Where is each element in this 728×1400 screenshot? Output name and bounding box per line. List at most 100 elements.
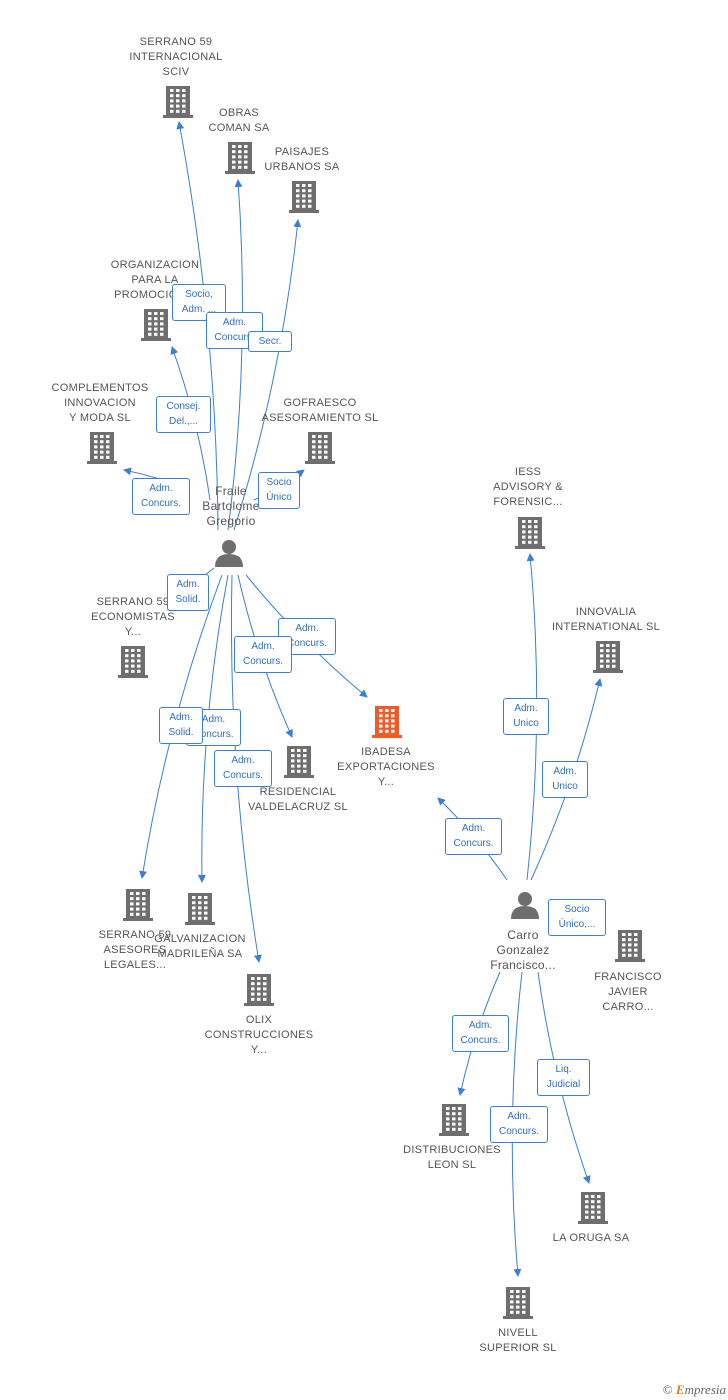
relation-label-r7[interactable]: Adm.Solid. <box>167 574 209 611</box>
node-label-line: ASESORAMIENTO SL <box>261 412 379 424</box>
building-icon-iess[interactable] <box>515 517 545 549</box>
relation-label-line: Adm. <box>553 766 577 777</box>
building-icon-innovalia[interactable] <box>593 641 623 673</box>
node-label-line: VALDELACRUZ SL <box>248 801 348 813</box>
building-icon-serrano59ase[interactable] <box>123 889 153 921</box>
relation-label-line: Socio <box>564 904 590 915</box>
building-icon-nivell[interactable] <box>503 1287 533 1319</box>
node-label-line: OLIX <box>245 1014 273 1026</box>
relation-label-line: Judicial <box>546 1079 581 1090</box>
building-icon-distribuciones[interactable] <box>439 1104 469 1136</box>
building-icon-paisajes[interactable] <box>289 181 319 213</box>
node-label-line: COMAN SA <box>208 122 270 134</box>
relation-label-r13[interactable]: Adm.Unico <box>503 698 549 735</box>
building-icon-galvanizacion[interactable] <box>185 893 215 925</box>
node-label-line: Bartolome <box>202 499 260 513</box>
person-icon-fraile[interactable] <box>215 540 243 567</box>
building-icon-serrano59eco[interactable] <box>118 646 148 678</box>
node-label-line: LA ORUGA SA <box>552 1232 630 1244</box>
node-label-line: Carro <box>507 928 539 942</box>
node-label-line: RESIDENCIAL <box>259 786 337 798</box>
node-label-line: SCIV <box>162 66 190 78</box>
relation-label-line: Unico <box>513 718 539 729</box>
node-label-laoruga[interactable]: LA ORUGA SA <box>553 1231 630 1246</box>
copyright-symbol: © <box>662 1382 673 1397</box>
relation-label-line: Concurs. <box>460 1035 501 1046</box>
relation-label-line: Adm. <box>231 755 255 766</box>
relation-label-r15[interactable]: Adm.Concurs. <box>445 818 502 855</box>
relation-label-r18[interactable]: Liq.Judicial <box>537 1059 590 1096</box>
relation-label-line: Socio, <box>185 289 213 300</box>
edge-fraile-to-paisajes <box>233 219 302 531</box>
node-label-line: INNOVALIA <box>575 606 637 618</box>
node-label-obras[interactable]: OBRAS COMAN SA <box>208 106 269 136</box>
building-icon-residencial[interactable] <box>284 746 314 778</box>
relation-label-r5[interactable]: Adm. Concurs. <box>132 478 190 515</box>
relation-label-line: Concurs. <box>140 498 181 509</box>
node-label-line: ASESORES <box>103 944 167 956</box>
person-icon-carro[interactable] <box>511 892 539 919</box>
brand-name: mpresia <box>684 1382 726 1397</box>
node-label-line: Gonzalez <box>496 943 550 957</box>
relation-label-r17[interactable]: Adm. Concurs. <box>452 1015 509 1052</box>
relation-label-r9[interactable]: Adm.Concurs. <box>234 636 292 673</box>
relation-label-r14[interactable]: Adm. Unico <box>542 761 588 798</box>
node-label-line: Y MODA SL <box>69 412 131 424</box>
relation-label-line: Adm. <box>222 317 247 328</box>
relation-label-line: Concurs. <box>498 1126 539 1137</box>
relation-label-r19[interactable]: Adm.Concurs. <box>490 1106 548 1143</box>
relation-label-line: Unico <box>552 781 578 792</box>
relation-label-r11[interactable]: Adm.Solid. <box>159 707 203 744</box>
relation-label-line: Adm. <box>295 623 319 634</box>
node-label-line: ECONOMISTAS <box>91 611 175 623</box>
node-label-line: JAVIER <box>608 986 648 998</box>
node-label-line: URBANOS SA <box>264 161 340 173</box>
node-label-line: SERRANO 59 <box>98 929 172 941</box>
relation-label-r4[interactable]: Consej.Del.,... <box>156 396 211 433</box>
building-icon-laoruga[interactable] <box>578 1192 608 1224</box>
relation-label-line: Único,... <box>558 919 596 930</box>
building-icon-complementos[interactable] <box>87 432 117 464</box>
relation-label-line: Adm. <box>468 1020 493 1031</box>
footer-brand: © Empresia <box>663 1382 726 1398</box>
brand-initial: E <box>675 1382 685 1397</box>
relation-label-line: Adm. <box>149 483 173 494</box>
node-label-line: INTERNACIONAL <box>129 51 223 63</box>
building-icon-ibadesa[interactable] <box>372 706 402 738</box>
node-label-line: MADRILEÑA SA <box>157 948 243 960</box>
relation-label-r3[interactable]: Secr. <box>248 331 292 352</box>
relation-label-r12[interactable]: Adm.Concurs. <box>214 750 272 787</box>
node-label-line: IESS <box>514 466 542 478</box>
relation-label-line: Socio <box>266 477 292 488</box>
building-icon-gofraesco[interactable] <box>305 432 335 464</box>
building-icon-olix[interactable] <box>244 974 274 1006</box>
node-label-residencial[interactable]: RESIDENCIAL VALDELACRUZ SL <box>248 785 348 815</box>
building-icon-obras[interactable] <box>225 142 255 174</box>
building-icon-serrano59int[interactable] <box>163 86 193 118</box>
relation-label-line: Adm. ... <box>181 304 217 315</box>
building-icon-franciscojavier[interactable] <box>615 930 645 962</box>
node-label-line: DISTRIBUCIONES <box>403 1144 501 1156</box>
edge-fraile-to-obras <box>227 179 243 531</box>
node-label-line: OBRAS <box>218 107 260 119</box>
building-icon-organizacion[interactable] <box>141 309 171 341</box>
